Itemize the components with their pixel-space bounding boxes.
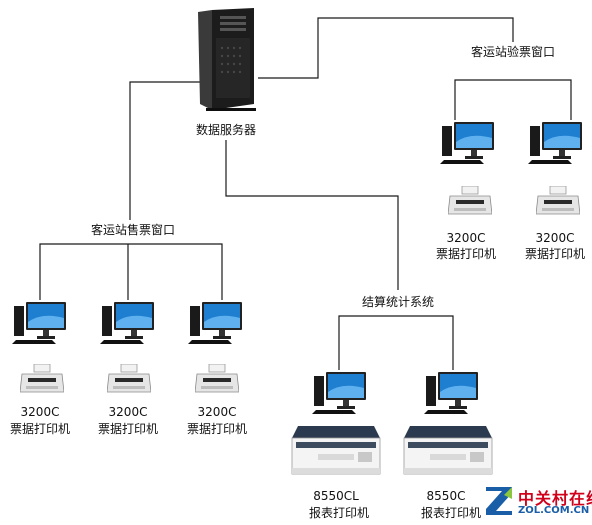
printer-name-label: 报表打印机 — [308, 506, 370, 520]
watermark-en-text: ZOL.COM.CN — [518, 505, 590, 516]
printer-name-label: 票据打印机 — [9, 422, 71, 436]
printer-name-label: 报表打印机 — [420, 506, 482, 520]
ticketing-window-label: 客运站售票窗口 — [90, 223, 176, 237]
inspection-window-label: 客运站验票窗口 — [470, 45, 556, 59]
tower-server-icon — [198, 8, 256, 111]
printer-model-label: 3200C — [108, 405, 148, 419]
desktop-computer-icon — [424, 372, 478, 414]
printer-model-label: 3200C — [197, 405, 237, 419]
receipt-printer-icon — [20, 364, 64, 393]
desktop-computer-icon — [312, 372, 366, 414]
printer-model-label: 3200C — [446, 231, 486, 245]
desktop-computer-icon — [12, 302, 66, 344]
report-printer-icon — [291, 426, 381, 475]
printer-name-label: 票据打印机 — [435, 247, 497, 261]
zol-watermark: 中关村在线 ZOL.COM.CN — [484, 483, 592, 521]
desktop-computer-icon — [440, 122, 494, 164]
printer-model-label: 8550CL — [313, 489, 359, 503]
receipt-printer-icon — [195, 364, 239, 393]
receipt-printer-icon — [536, 186, 580, 215]
desktop-computer-icon — [528, 122, 582, 164]
watermark-cn-text: 中关村在线 — [518, 489, 592, 508]
printer-name-label: 票据打印机 — [97, 422, 159, 436]
printer-model-label: 8550C — [426, 489, 466, 503]
printer-model-label: 3200C — [20, 405, 60, 419]
report-printer-icon — [403, 426, 493, 475]
printer-model-label: 3200C — [535, 231, 575, 245]
printer-name-label: 票据打印机 — [524, 247, 586, 261]
server-label: 数据服务器 — [195, 123, 257, 137]
settlement-system-label: 结算统计系统 — [361, 295, 435, 309]
desktop-computer-icon — [100, 302, 154, 344]
desktop-computer-icon — [188, 302, 242, 344]
receipt-printer-icon — [448, 186, 492, 215]
receipt-printer-icon — [107, 364, 151, 393]
zol-logo-icon — [486, 487, 512, 515]
printer-name-label: 票据打印机 — [186, 422, 248, 436]
